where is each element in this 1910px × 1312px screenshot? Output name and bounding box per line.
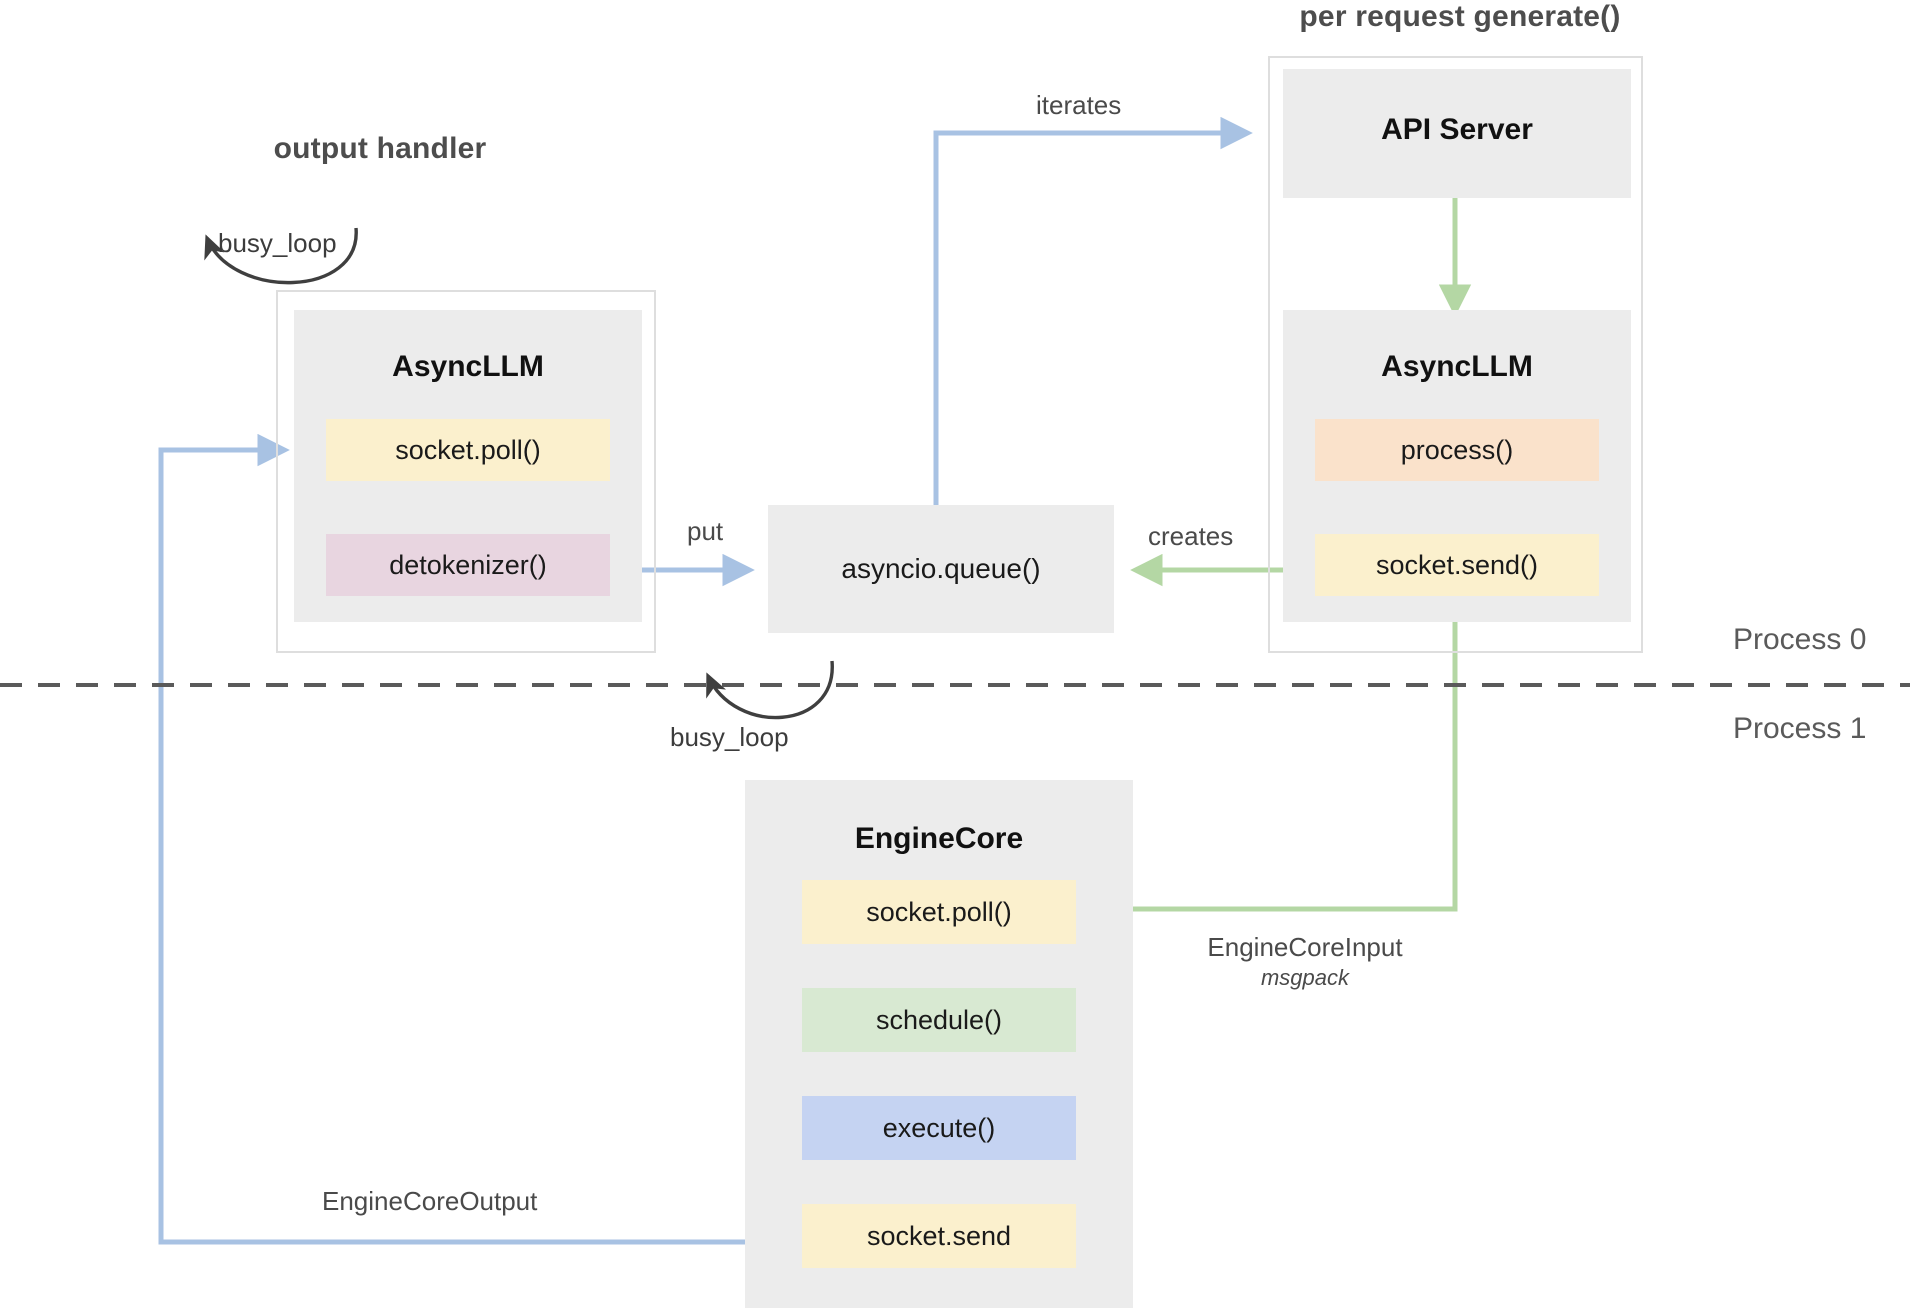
busy-loop-label-output-handler: busy_loop xyxy=(218,228,337,258)
engine-core-title: EngineCore xyxy=(854,822,1024,855)
section-title-output-handler: output handler xyxy=(273,132,487,165)
output-handler-frame xyxy=(276,290,656,653)
chip-socket-send-engine-core[interactable]: socket.send xyxy=(802,1204,1076,1268)
edge-label-engine-core-output: EngineCoreOutput xyxy=(322,1186,538,1216)
chip-execute[interactable]: execute() xyxy=(802,1096,1076,1160)
engine-core-box[interactable]: EngineCore socket.poll() schedule() exec… xyxy=(745,780,1133,1308)
request-asyncllm-title: AsyncLLM xyxy=(1381,350,1533,383)
edge-label-creates: creates xyxy=(1148,521,1234,551)
chip-detokenizer[interactable]: detokenizer() xyxy=(326,534,610,596)
busy-loop-arrow-engine-core xyxy=(706,660,834,720)
edge-label-engine-core-input-sub: msgpack xyxy=(1260,965,1350,990)
per-request-generate-frame xyxy=(1268,56,1643,653)
process-label-top: Process 0 xyxy=(1733,623,1867,656)
chip-process[interactable]: process() xyxy=(1315,419,1599,481)
api-server-title: API Server xyxy=(1381,113,1533,146)
chip-socket-poll-engine-core[interactable]: socket.poll() xyxy=(802,880,1076,944)
edge-label-engine-core-input: EngineCoreInput xyxy=(1207,932,1403,962)
output-handler-asyncllm-box[interactable]: AsyncLLM socket.poll() detokenizer() xyxy=(294,310,642,622)
api-server-box[interactable]: API Server xyxy=(1283,69,1631,198)
edge-iterates xyxy=(933,116,1253,508)
chip-schedule[interactable]: schedule() xyxy=(802,988,1076,1052)
process-label-bottom: Process 1 xyxy=(1733,712,1867,745)
chip-socket-poll-output-handler[interactable]: socket.poll() xyxy=(326,419,610,481)
edge-label-put: put xyxy=(687,516,724,546)
chip-socket-send-asyncllm[interactable]: socket.send() xyxy=(1315,534,1599,596)
edge-label-iterates: iterates xyxy=(1036,90,1122,120)
section-title-per-request-generate: per request generate() xyxy=(1299,0,1621,33)
busy-loop-label-engine-core: busy_loop xyxy=(670,722,789,752)
output-handler-asyncllm-title: AsyncLLM xyxy=(392,350,544,383)
request-asyncllm-box[interactable]: AsyncLLM process() socket.send() xyxy=(1283,310,1631,622)
edge-label-engine-core-input-group: EngineCoreInput msgpack xyxy=(1175,932,1435,991)
asyncio-queue-node[interactable]: asyncio.queue() xyxy=(768,505,1114,633)
